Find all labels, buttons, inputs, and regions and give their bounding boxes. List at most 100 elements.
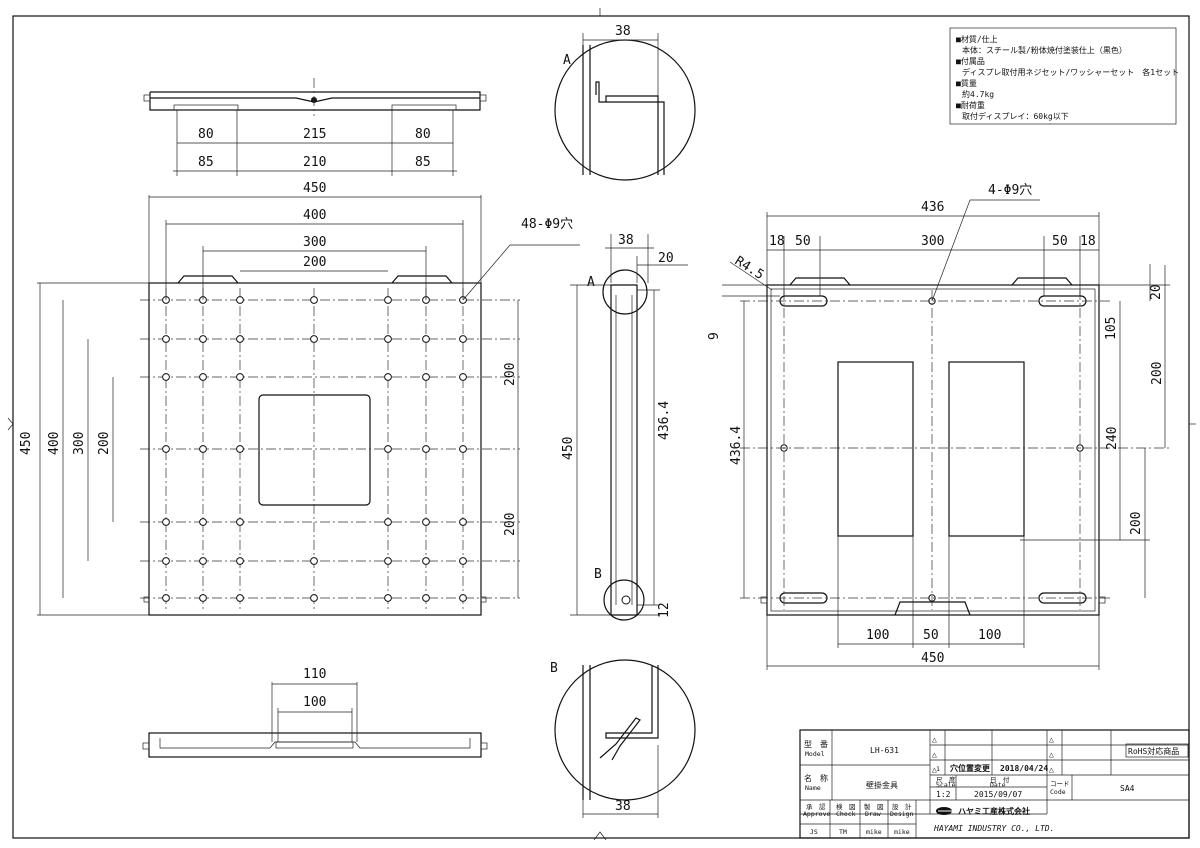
code-value: SA4 <box>1120 784 1135 793</box>
name-jp: 名 称 <box>804 773 828 783</box>
design-value: mike <box>894 828 910 836</box>
mounting-hole <box>384 518 392 526</box>
front-view: 450 400 300 200 48-Φ9穴 450 400 300 200 2… <box>19 181 580 616</box>
note-line: 本体：スチール製/粉体焼付塗装仕上（黒色） <box>962 45 1127 55</box>
mounting-hole <box>162 373 170 381</box>
dim-38: 38 <box>615 799 631 814</box>
mounting-hole <box>236 296 244 304</box>
dim-20: 20 <box>1149 284 1164 300</box>
detail-a: 38 A <box>554 24 696 181</box>
mounting-hole <box>199 335 207 343</box>
dim-18: 18 <box>769 234 785 249</box>
dim-300: 300 <box>921 234 944 249</box>
dim-400: 400 <box>47 432 62 455</box>
scale-value: 1:2 <box>936 790 951 799</box>
dim-18: 18 <box>1080 234 1096 249</box>
dim-240: 240 <box>1105 427 1120 450</box>
triangle-icon: △ <box>1049 765 1054 774</box>
radius-r4-5: R4.5 <box>732 254 767 283</box>
scale-en: Scale <box>936 781 956 789</box>
dim-50: 50 <box>1052 234 1068 249</box>
detail-b: 38 B <box>550 659 696 818</box>
dim-80: 80 <box>415 127 431 142</box>
mounting-hole <box>384 373 392 381</box>
triangle-icon: △ <box>1049 735 1054 744</box>
triangle-icon: △ <box>932 765 937 774</box>
triangle-icon: △ <box>1049 750 1054 759</box>
mounting-hole <box>422 373 430 381</box>
note-line: 取付ディスプレイ：60kg以下 <box>962 111 1069 121</box>
mounting-hole <box>459 518 467 526</box>
dim-38: 38 <box>615 24 631 39</box>
mounting-hole <box>384 557 392 565</box>
dim-400: 400 <box>303 208 326 223</box>
dim-450: 450 <box>561 437 576 460</box>
company-name-en: HAYAMI INDUSTRY CO., LTD. <box>933 824 1054 833</box>
dim-50: 50 <box>795 234 811 249</box>
code-jp: コード <box>1050 780 1070 788</box>
dim-105: 105 <box>1104 317 1119 340</box>
note-line: 約4.7kg <box>962 89 994 99</box>
mounting-hole <box>384 594 392 602</box>
mounting-hole <box>422 518 430 526</box>
mounting-hole <box>310 594 318 602</box>
scale-jp: 尺 度 <box>936 775 956 784</box>
mounting-hole <box>384 296 392 304</box>
detail-b-label: B <box>550 661 558 676</box>
approve-en: Approve <box>803 810 830 818</box>
mounting-hole <box>236 594 244 602</box>
dim-110: 110 <box>303 667 326 682</box>
design-en: Design <box>890 810 914 818</box>
mounting-hole <box>162 594 170 602</box>
mounting-hole <box>199 373 207 381</box>
model-value: LH-631 <box>870 746 899 755</box>
notes-box: ■材質/仕上 本体：スチール製/粉体焼付塗装仕上（黒色） ■付属品 ディスプレ取… <box>949 27 1179 125</box>
dim-436: 436 <box>921 200 944 215</box>
mounting-hole <box>459 445 467 453</box>
dim-100: 100 <box>978 628 1001 643</box>
dim-200: 200 <box>97 432 112 455</box>
mounting-hole <box>459 335 467 343</box>
draw-jp: 製 図 <box>864 802 884 811</box>
dim-100: 100 <box>303 695 326 710</box>
dim-200: 200 <box>503 513 518 536</box>
mounting-hole <box>422 594 430 602</box>
model-en: Model <box>805 750 825 758</box>
mounting-hole <box>162 445 170 453</box>
check-en: Check <box>836 810 856 818</box>
note-line: ■材質/仕上 <box>956 34 998 44</box>
dim-200: 200 <box>303 255 326 270</box>
mounting-hole-grid <box>140 288 520 610</box>
mounting-hole <box>422 557 430 565</box>
dim-50: 50 <box>923 628 939 643</box>
rohs-label: RoHS対応商品 <box>1128 746 1179 756</box>
mounting-hole <box>459 373 467 381</box>
check-value: TM <box>839 828 847 836</box>
code-en: Code <box>1050 788 1066 796</box>
approve-value: JS <box>810 828 818 836</box>
dim-85: 85 <box>198 155 214 170</box>
title-block: RoHS対応商品 △ △ △ 1 △ △ △ 穴位置変更 2018/04/24 … <box>799 729 1190 839</box>
name-en: Name <box>805 784 821 792</box>
mounting-hole <box>162 335 170 343</box>
dim-210: 210 <box>303 155 326 170</box>
dim-200: 200 <box>1129 512 1144 535</box>
mounting-hole <box>422 445 430 453</box>
side-view: A B 38 20 450 436.4 12 <box>561 233 688 621</box>
dim-436-4: 436.4 <box>729 426 744 465</box>
dim-200: 200 <box>1150 362 1165 385</box>
company-name-jp: ハヤミ工産株式会社 <box>958 806 1030 816</box>
dim-450: 450 <box>921 651 944 666</box>
mounting-hole <box>236 373 244 381</box>
name-value: 壁掛金具 <box>866 780 898 790</box>
mounting-hole <box>384 335 392 343</box>
mounting-hole <box>459 557 467 565</box>
bottom-view: 110 100 <box>142 667 488 758</box>
holes-note: 4-Φ9穴 <box>988 183 1032 198</box>
top-view: 80 215 80 85 210 85 <box>143 78 487 176</box>
dim-80: 80 <box>198 127 214 142</box>
revision-note: 穴位置変更 <box>950 763 991 773</box>
date-jp: 日 付 <box>990 775 1010 784</box>
holes-note: 48-Φ9穴 <box>521 217 573 232</box>
